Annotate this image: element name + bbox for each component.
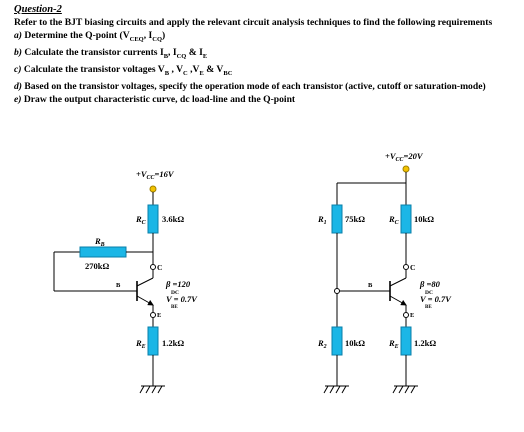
circuit-2 bbox=[323, 165, 418, 394]
circuit-1 bbox=[53, 185, 165, 394]
rb-resistor-1 bbox=[79, 246, 127, 258]
re-resistor-1 bbox=[147, 326, 159, 356]
vcc-node-2 bbox=[402, 165, 410, 173]
base-node-2 bbox=[334, 288, 340, 294]
beta-label-1: β =120 bbox=[165, 279, 191, 289]
collector-node-2 bbox=[403, 264, 409, 270]
vcc-node-1 bbox=[149, 185, 157, 193]
emitter-node-2 bbox=[403, 312, 409, 318]
re-value-1: 1.2kΩ bbox=[162, 338, 184, 348]
re-value-2: 1.2kΩ bbox=[414, 338, 436, 348]
r2-resistor-2 bbox=[331, 326, 343, 356]
ground-symbol-2a bbox=[323, 385, 349, 394]
r2-label-2: R2 bbox=[317, 338, 327, 350]
rc-resistor-1 bbox=[147, 204, 159, 234]
collector-node-1 bbox=[150, 264, 156, 270]
emitter-node-1 bbox=[150, 312, 156, 318]
vbe-label-1: V= 0.7V bbox=[166, 294, 198, 304]
ground-symbol-2b bbox=[392, 385, 418, 394]
re-resistor-2 bbox=[400, 326, 412, 356]
re-label-1: RE bbox=[135, 338, 146, 350]
vcc-label-1: +VCC=16V bbox=[136, 169, 175, 181]
vcc-label-2: +VCC=20V bbox=[385, 151, 424, 163]
rc-label-1: RC bbox=[135, 214, 147, 226]
rc-value-1: 3.6kΩ bbox=[162, 214, 184, 224]
beta-sub-1: DC bbox=[171, 290, 179, 296]
rc-resistor-2 bbox=[400, 204, 412, 234]
r2-value-2: 10kΩ bbox=[345, 338, 365, 348]
question-title: Question-2 bbox=[14, 4, 62, 15]
ground-symbol-1 bbox=[139, 385, 165, 394]
rb-label-1: RB bbox=[94, 236, 105, 248]
r1-resistor-2 bbox=[331, 204, 343, 234]
r1-value-2: 75kΩ bbox=[345, 214, 365, 224]
rc-value-2: 10kΩ bbox=[414, 214, 434, 224]
rc-label-2: RC bbox=[388, 214, 400, 226]
base-label-1: B bbox=[116, 282, 121, 289]
beta-label-2: β =80 bbox=[419, 279, 441, 289]
question-item-e: e) Draw the output characteristic curve,… bbox=[14, 93, 296, 105]
question-intro: Refer to the BJT biasing circuits and ap… bbox=[14, 17, 493, 28]
question-item-a: a) Determine the Q-point (VCEQ, ICQ) bbox=[14, 30, 166, 43]
collector-label-2: C bbox=[410, 263, 415, 272]
question-item-b: b) Calculate the transistor currents IB,… bbox=[14, 46, 208, 60]
base-label-2: B bbox=[368, 282, 373, 289]
collector-label-1: C bbox=[157, 263, 162, 272]
question-block: Question-2 Refer to the BJT biasing circ… bbox=[14, 3, 519, 106]
question-item-c: c) Calculate the transistor voltages VB … bbox=[14, 63, 233, 77]
emitter-label-2: E bbox=[410, 312, 414, 319]
emitter-label-1: E bbox=[157, 312, 161, 319]
vbe-sub-1: BE bbox=[171, 305, 178, 310]
beta-sub-2: DC bbox=[425, 290, 433, 296]
r1-label-2: R1 bbox=[317, 214, 327, 226]
vbe-sub-2: BE bbox=[425, 305, 432, 310]
rb-value-1: 270kΩ bbox=[85, 261, 109, 271]
question-item-d: d) Based on the transistor voltages, spe… bbox=[14, 80, 486, 92]
re-label-2: RE bbox=[388, 338, 399, 350]
vbe-label-2: V= 0.7V bbox=[420, 294, 452, 304]
